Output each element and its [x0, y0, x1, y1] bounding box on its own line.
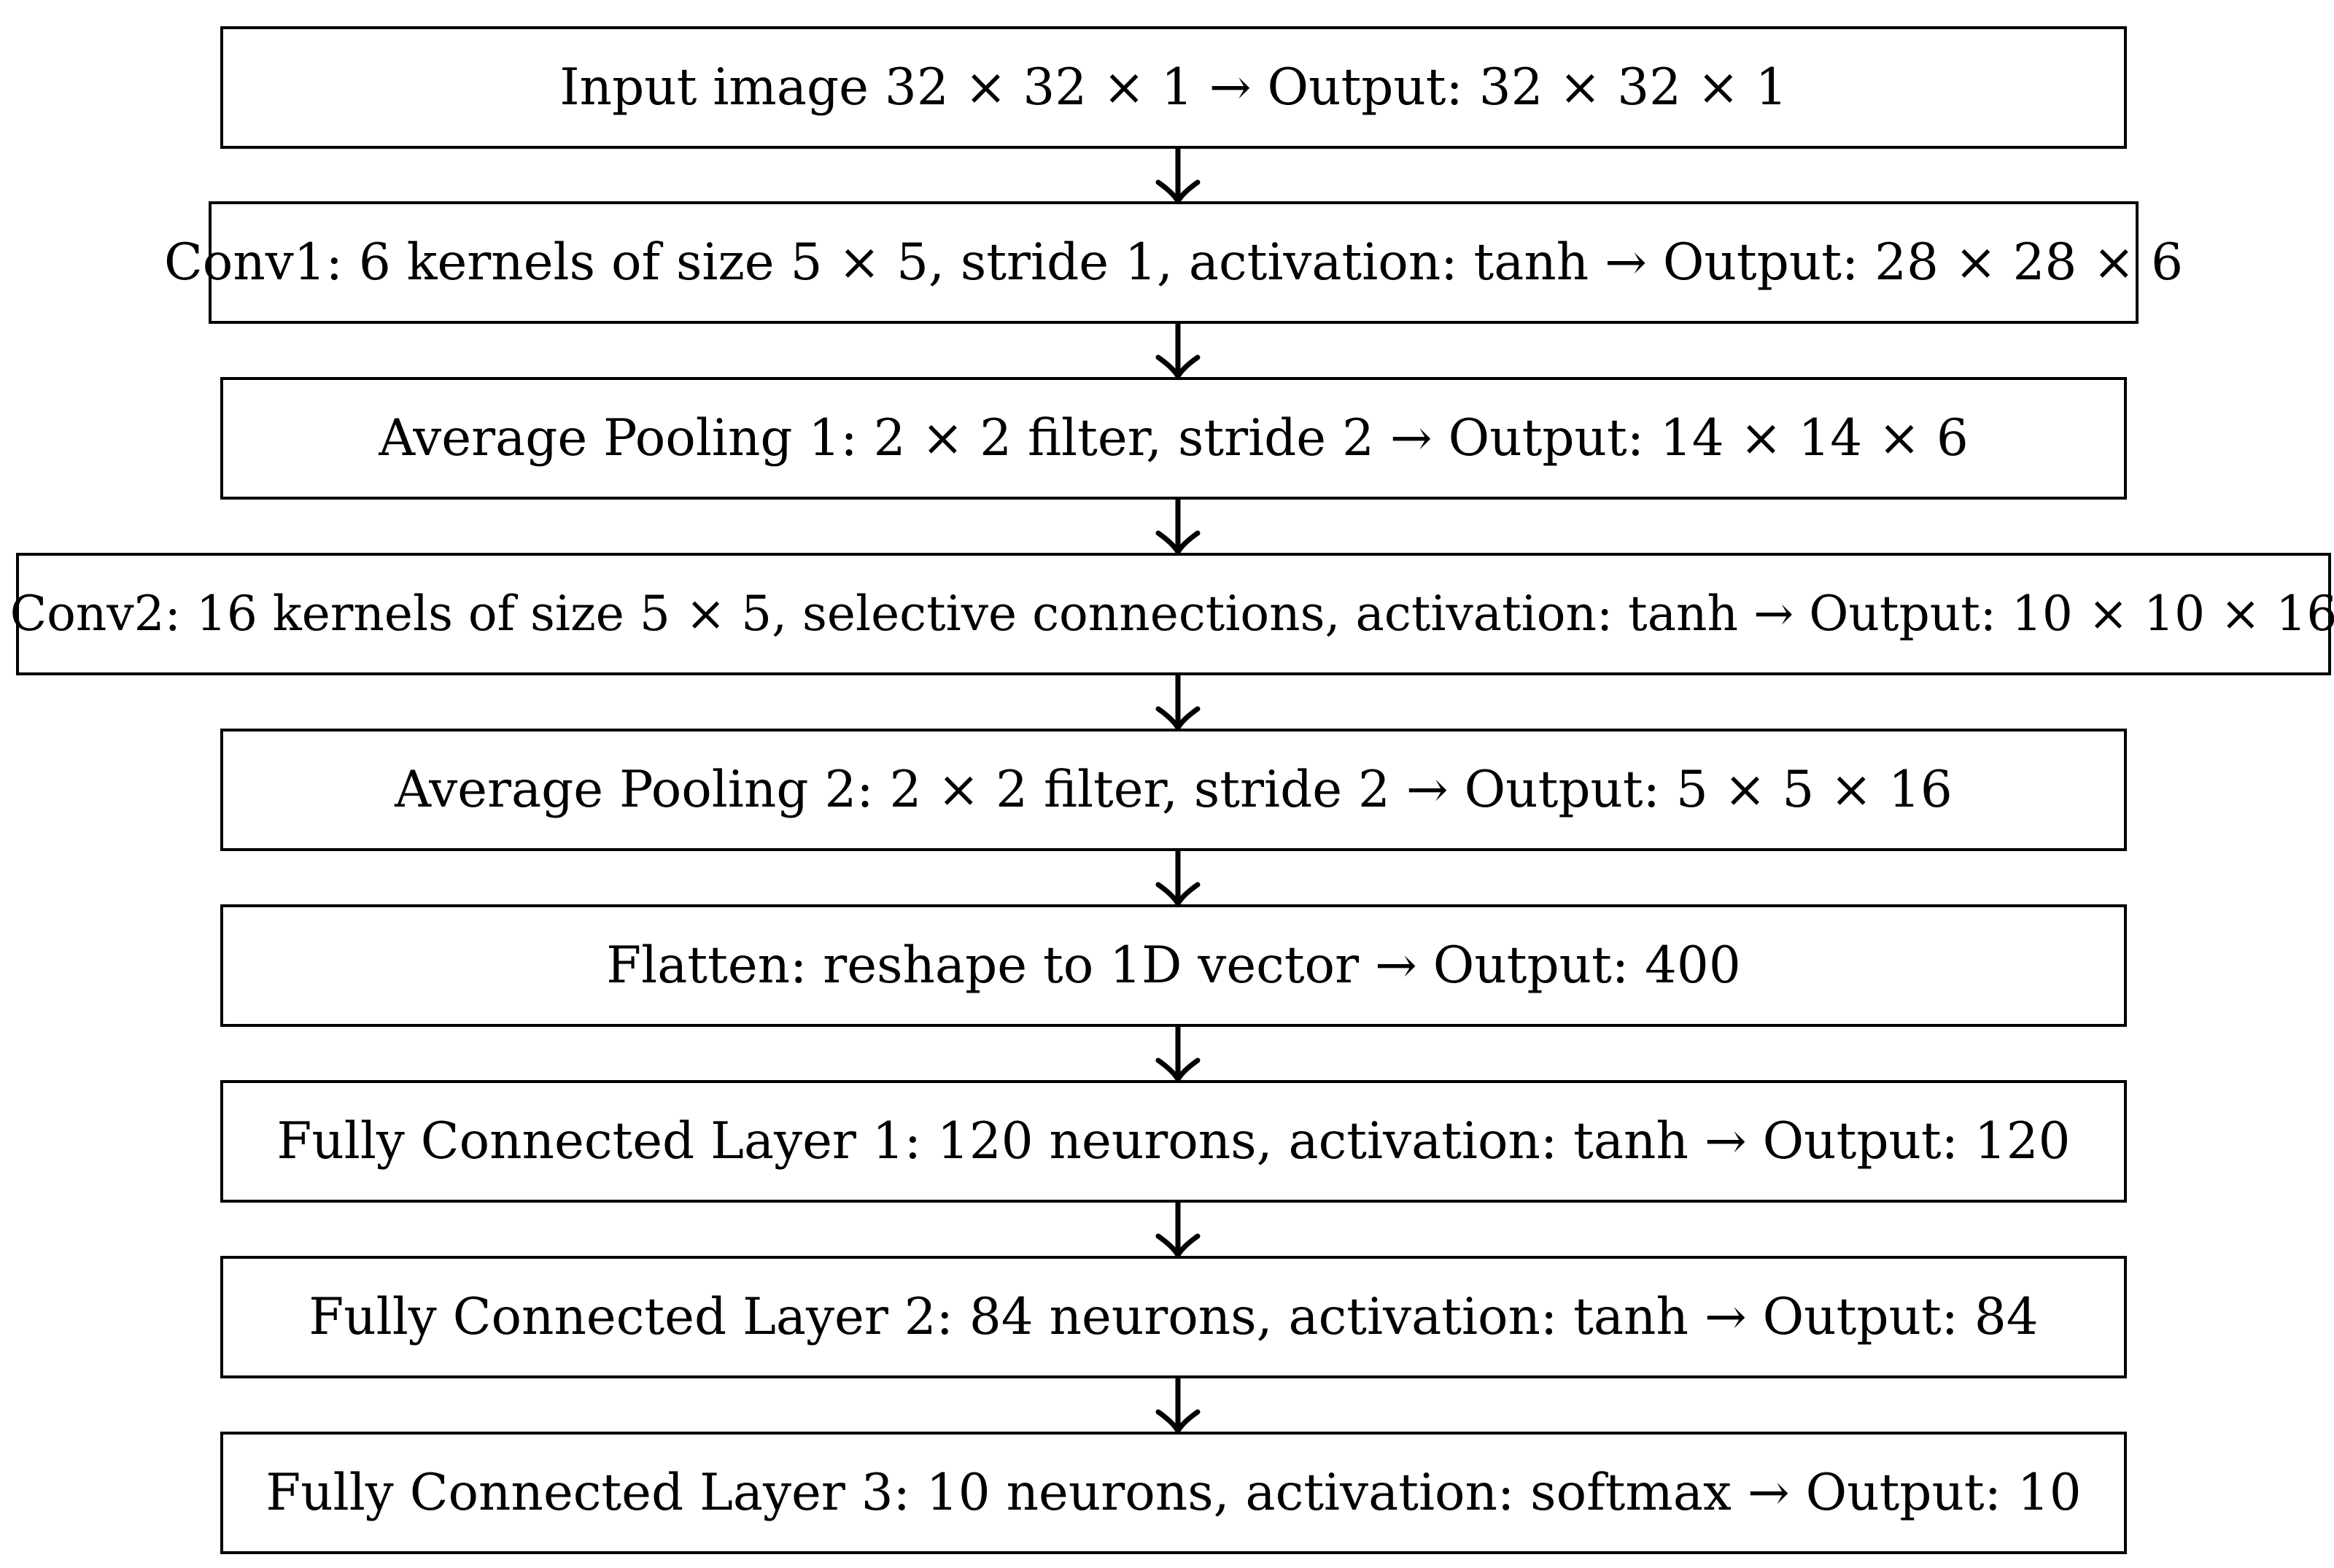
arrow-down-icon [1144, 324, 1212, 379]
layer-avgpool2-box: Average Pooling 2: 2 × 2 filter, stride … [220, 729, 2127, 851]
layer-avgpool2-label: Average Pooling 2: 2 × 2 filter, stride … [395, 760, 1953, 819]
layer-flatten-box: Flatten: reshape to 1D vector → Output: … [220, 904, 2127, 1027]
layer-conv2-label: Conv2: 16 kernels of size 5 × 5, selecti… [9, 586, 2334, 642]
layer-avgpool1-box: Average Pooling 1: 2 × 2 filter, stride … [220, 377, 2127, 500]
layer-fc3-box: Fully Connected Layer 3: 10 neurons, act… [220, 1432, 2127, 1554]
arrow-down-icon [1144, 851, 1212, 907]
arrow-down-icon [1144, 1378, 1212, 1434]
arrow-down-icon [1144, 1027, 1212, 1082]
layer-input-label: Input image 32 × 32 × 1 → Output: 32 × 3… [559, 58, 1788, 117]
layer-flatten-label: Flatten: reshape to 1D vector → Output: … [606, 936, 1741, 995]
layer-conv2-box: Conv2: 16 kernels of size 5 × 5, selecti… [10, 553, 2334, 675]
layer-fc1-box: Fully Connected Layer 1: 120 neurons, ac… [220, 1080, 2127, 1203]
arrow-down-icon [1144, 1203, 1212, 1258]
layer-avgpool1-label: Average Pooling 1: 2 × 2 filter, stride … [379, 408, 1969, 467]
layer-fc1-label: Fully Connected Layer 1: 120 neurons, ac… [276, 1111, 2071, 1171]
layer-fc3-label: Fully Connected Layer 3: 10 neurons, act… [265, 1463, 2082, 1522]
arrow-down-icon [1144, 500, 1212, 555]
layer-fc2-label: Fully Connected Layer 2: 84 neurons, act… [309, 1287, 2039, 1346]
layer-fc2-box: Fully Connected Layer 2: 84 neurons, act… [220, 1256, 2127, 1378]
layer-conv1-box: Conv1: 6 kernels of size 5 × 5, stride 1… [164, 201, 2183, 324]
layer-conv1-label: Conv1: 6 kernels of size 5 × 5, stride 1… [163, 233, 2184, 292]
arrow-down-icon [1144, 149, 1212, 204]
layer-input-box: Input image 32 × 32 × 1 → Output: 32 × 3… [220, 26, 2127, 149]
arrow-down-icon [1144, 675, 1212, 731]
